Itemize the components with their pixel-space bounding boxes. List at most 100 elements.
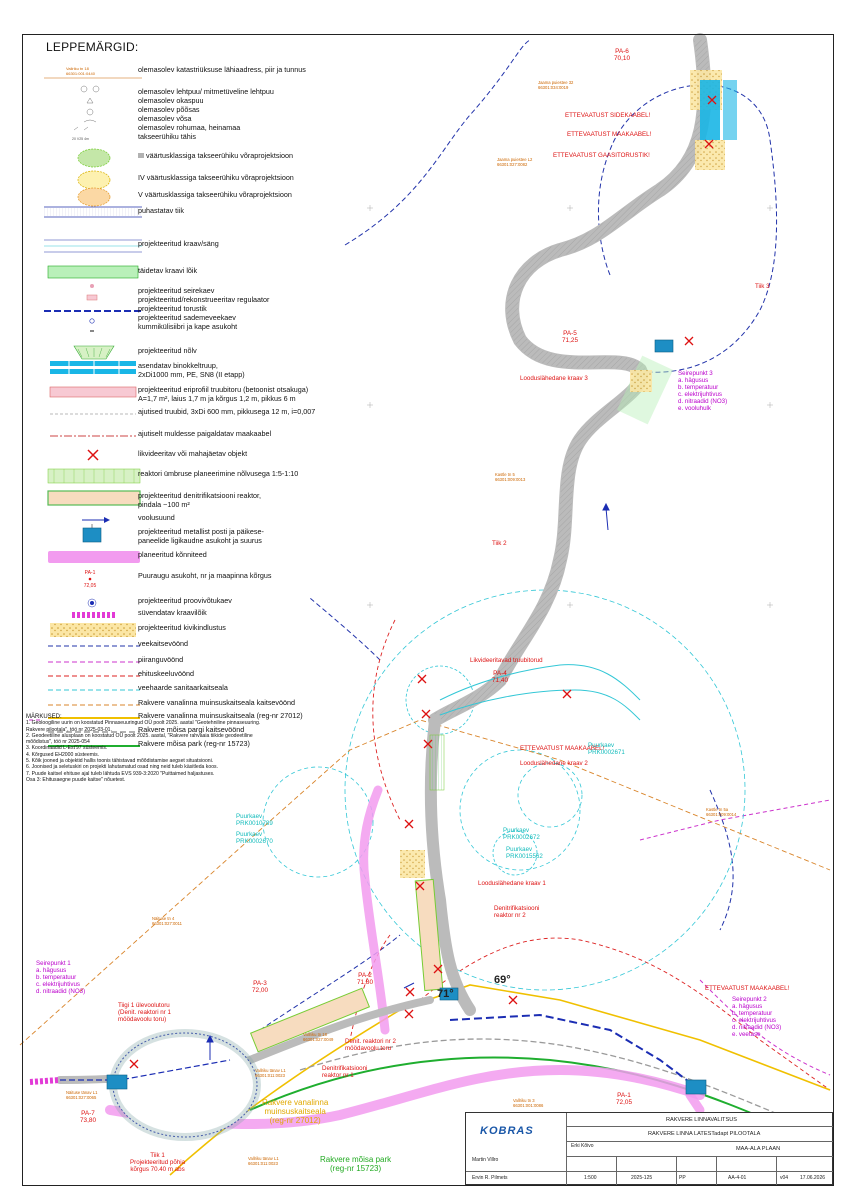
legend-row: süvendatav kraavilõik xyxy=(24,605,384,625)
reactor-label: Denitrifikatsiooni reaktor nr 1 xyxy=(322,1065,368,1079)
monitoring-point-item: d. nitraadid (NO3) xyxy=(36,988,86,995)
work-number: 2025-125 xyxy=(631,1175,653,1181)
legend-row: ajutised truubid, 3xDi 600 mm, pikkusega… xyxy=(24,404,384,424)
monitoring-point-item: d. nitraadid (NO3) xyxy=(678,398,728,405)
legend-symbol xyxy=(44,382,144,402)
legend-label: projekteeritud proovivõtukaev xyxy=(138,596,232,605)
legend-label: veekaitsevöönd xyxy=(138,639,188,648)
legend-row: projekteeritud kivikindlustus xyxy=(24,620,384,640)
legend-row: piiranguvöönd xyxy=(24,652,384,672)
note-item: 5. Kõik jooned ja objektid hallis toonis… xyxy=(26,758,214,765)
pond-label: Tiik 1 Projekteeritud põhja kõrgus 70.40… xyxy=(130,1152,186,1173)
cadastral-label: Jaama puiestee 32 66301:034:0019 xyxy=(538,80,574,90)
solar-post-2 xyxy=(685,1079,707,1095)
borehole-label: PA-4 71,40 xyxy=(492,670,508,684)
building-ban-zone-2 xyxy=(372,619,401,821)
legend-symbol xyxy=(44,695,144,715)
legend-symbol xyxy=(44,652,144,672)
restriction-zone-3 xyxy=(699,979,831,1076)
legend-label: süvendatav kraavilõik xyxy=(138,608,207,617)
pond-label: Tiik 3 xyxy=(755,283,770,290)
stage-value: PP xyxy=(679,1175,686,1181)
legend-symbol xyxy=(44,605,144,625)
legend-symbol xyxy=(44,736,144,756)
denitrification-reactor-1 xyxy=(249,987,371,1053)
manor-park-line xyxy=(249,1056,831,1151)
svg-text:PA-1: PA-1 xyxy=(85,570,96,576)
water-protection-zone-2 xyxy=(309,597,381,661)
cadastral-label: Vallriku tn 3 66301:001:0086 xyxy=(513,1098,544,1108)
legend-label: ehituskeeluvöönd xyxy=(138,669,194,678)
natural-ditch-2 xyxy=(439,664,641,701)
legend-row: projekteeritud nõlv xyxy=(24,343,384,363)
legend-label: Puuraugu asukoht, nr ja maapinna kõrgus xyxy=(138,571,272,580)
borehole-label: PA-6 70,10 xyxy=(614,48,630,62)
legend-symbol xyxy=(44,148,144,168)
monitoring-point-item: b. temperatuur xyxy=(678,384,719,391)
sheet-number: AA-4-01 xyxy=(728,1175,747,1181)
company-logo: KOBRAS xyxy=(480,1125,534,1137)
note-item: 1. Geoloogiline uurin on koostatud Pinna… xyxy=(26,720,261,733)
sanitary-zone-circle-4 xyxy=(262,766,374,878)
legend-label: veehaarde sanitaarkaitseala xyxy=(138,683,228,692)
monitoring-point-item: e. veetase xyxy=(732,1031,761,1038)
reactor-slope-area-1 xyxy=(429,734,445,791)
legend-label: ajutised truubid, 3xDi 600 mm, pikkusega… xyxy=(138,407,316,416)
survey-grid-marks xyxy=(367,205,773,608)
pipeline-main xyxy=(449,1013,701,1091)
legend-row: V väärtusklassiga takseerühiku võraproje… xyxy=(24,187,384,207)
legend-row: projekteeritud eriprofiil truubitoru (be… xyxy=(24,382,384,403)
notes-block: MÄRKUSED: 1. Geoloogiline uurin on koost… xyxy=(26,714,306,783)
client-name: RAKVERE LINNAVALITSUS xyxy=(666,1117,737,1123)
drawing-frame xyxy=(22,34,834,1186)
well-label: Puurkaev PRK0002672 xyxy=(503,827,540,841)
note-item: 7. Puude kaitsel ehituse ajal tuleb läht… xyxy=(26,770,215,783)
legend-row: III väärtusklassiga takseerühiku võrapro… xyxy=(24,148,384,168)
reactor-label: Denitrifikatsiooni reaktor nr 2 xyxy=(494,905,540,919)
ditch-label: Looduslähedane kraav 2 xyxy=(520,760,588,767)
sanitary-zone-circle-5 xyxy=(492,830,538,876)
warning-label: ETTEVAATUST GAASITORUSTIK! xyxy=(553,152,650,159)
pond-1 xyxy=(112,1032,258,1138)
title-block: KOBRAS RAKVERE LINNAVALITSUS RAKVERE LIN… xyxy=(465,1112,833,1185)
warning-label: ETTEVAATUST MAAKAABEL! xyxy=(520,745,605,752)
version-value: v04 xyxy=(780,1175,789,1181)
legend-row: projekteeritud proovivõtukaev xyxy=(24,593,384,613)
sanitary-zone-circle-3 xyxy=(459,749,581,871)
cadastral-label: Jaama puiestee L2 66301:027:0082 xyxy=(497,157,533,167)
legend-label: asendatav binokkeltruup, 2xDi1000 mm, PE… xyxy=(138,361,245,379)
water-protection-zone xyxy=(344,39,531,246)
legend-symbol xyxy=(44,426,144,446)
legend-row: likvideeritav või mahajäetav objekt xyxy=(24,446,384,466)
legend-symbol xyxy=(44,187,144,207)
legend-symbol xyxy=(44,404,144,424)
legend-label: projekteeritud denitrifikatsiooni reakto… xyxy=(138,491,262,509)
legend-label: projekteeritud seirekaev projekteeritud/… xyxy=(138,286,270,331)
legend-label: projekteeritud kraav/säng xyxy=(138,239,219,248)
legend-label: projekteeritud nõlv xyxy=(138,346,197,355)
legend-label: projekteeritud eriprofiil truubitoru (be… xyxy=(138,385,309,403)
monitoring-point-item: d. nitraadid (NO3) xyxy=(732,1024,782,1031)
legend-label: projekteeritud metallist posti ja päikes… xyxy=(138,527,264,545)
building-ban-zone xyxy=(419,937,831,1091)
reactor-label: Denit. reaktori nr 2 möödavoolu toru xyxy=(345,1038,396,1052)
natural-ditch-2b xyxy=(439,689,641,721)
planned-walkway-2 xyxy=(359,785,390,1035)
flow-arrows xyxy=(206,502,610,1060)
sample-cadastral-text: Vallriku tn 18 xyxy=(66,66,90,71)
date-value: 17.06.2026 xyxy=(800,1175,826,1181)
legend-symbol xyxy=(44,722,144,742)
legend-label: likvideeritav või mahajäetav objekt xyxy=(138,449,248,458)
note-item: 3. Koordinaadid L-Est'97 süsteemis. xyxy=(26,745,108,752)
legend-label: puhastatav tiik xyxy=(138,206,184,215)
ditch-label: Looduslähedane kraav 1 xyxy=(478,880,546,887)
legend-symbol xyxy=(44,547,144,567)
warning-label: ETTEVAATUST MAAKAABEL! xyxy=(705,985,790,992)
restriction-zone-2 xyxy=(639,799,831,841)
legend-row: Rakvere vanalinna muinsuskaitseala (reg-… xyxy=(24,708,384,728)
legend-label: IV väärtusklassiga takseerühiku võraproj… xyxy=(138,173,294,182)
ditch-label: Looduslähedane kraav 3 xyxy=(520,375,588,382)
